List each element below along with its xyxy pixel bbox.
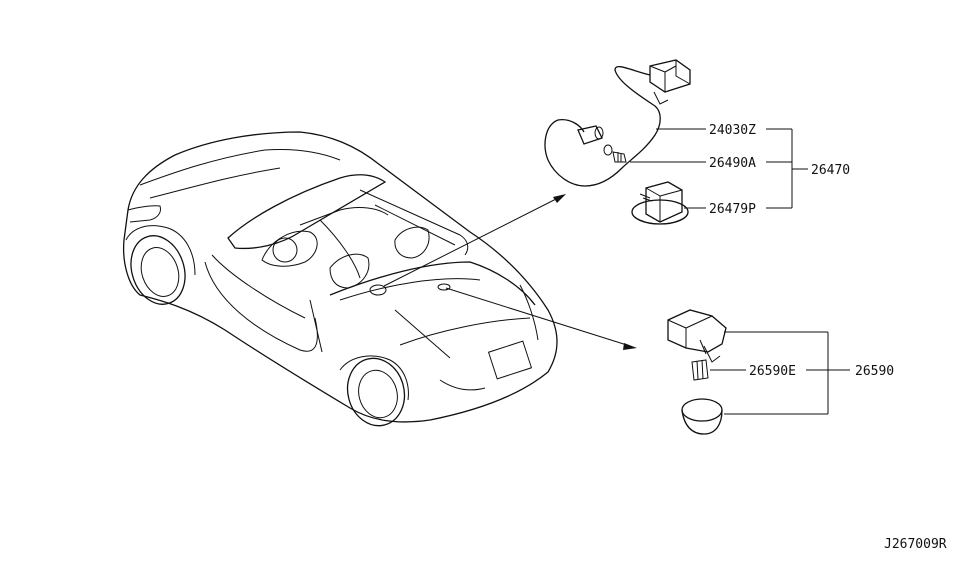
leader-arrows [383,194,637,350]
harness-lamp-assembly [544,59,691,225]
diagram-code: J267009R [884,537,947,552]
callout-lines [630,128,850,415]
part-label-26470: 26470 [811,163,850,178]
part-label-26479p: 26479P [709,202,756,217]
arrow-head-upper [553,194,566,203]
part-label-24030z: 24030Z [709,123,756,138]
part-label-26490a: 26490A [709,156,756,171]
luggage-lamp-assembly [667,309,727,435]
car-illustration [122,131,558,427]
part-label-26590e: 26590E [749,364,796,379]
part-label-26590: 26590 [855,364,894,379]
arrow-head-lower [623,343,637,350]
